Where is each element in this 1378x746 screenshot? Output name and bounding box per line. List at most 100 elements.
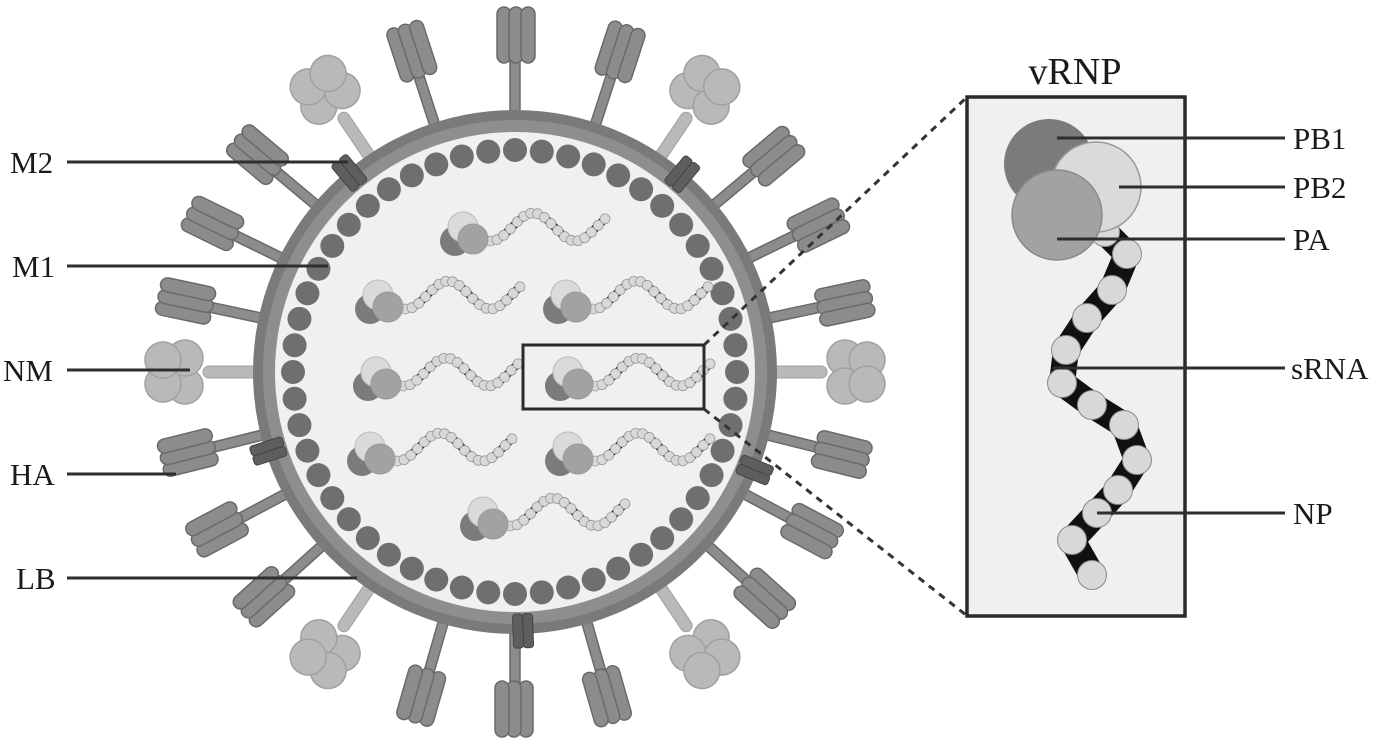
m1-protein <box>556 144 581 169</box>
np-bead <box>691 446 702 458</box>
ha-subunit <box>191 195 245 230</box>
vrnp <box>353 352 524 401</box>
np-bead <box>558 497 570 508</box>
m1-protein <box>424 567 449 592</box>
np-bead <box>411 374 423 386</box>
label-pb1: PB1 <box>1293 121 1346 156</box>
np-bead <box>467 293 479 304</box>
np-bead <box>657 370 669 381</box>
m2-subunit <box>512 613 525 649</box>
np-bead <box>603 374 615 386</box>
np-bead <box>507 287 519 299</box>
m2-channel <box>664 155 701 193</box>
m1-protein <box>306 256 331 281</box>
m1-protein <box>503 138 527 162</box>
np-bead <box>1047 368 1077 398</box>
m1-protein <box>476 139 501 164</box>
na-spike <box>652 579 741 690</box>
ha-subunit <box>733 585 781 629</box>
m1-protein <box>376 542 401 567</box>
label-m1: M1 <box>12 249 55 284</box>
na-spike <box>289 579 378 690</box>
np-bead <box>506 433 518 445</box>
pa-subunit <box>370 368 402 400</box>
pa-subunit <box>372 291 404 323</box>
m1-protein <box>295 281 320 306</box>
np-bead <box>1109 410 1139 440</box>
np-bead <box>1112 239 1142 269</box>
m1-protein <box>606 163 631 188</box>
np-bead <box>619 498 631 510</box>
np-bead <box>691 371 702 383</box>
np-bead <box>586 226 597 238</box>
np-bead <box>599 213 611 225</box>
m1-protein <box>723 386 748 411</box>
label-m2: M2 <box>10 145 53 180</box>
m1-protein <box>718 306 743 331</box>
m1-protein <box>355 526 380 551</box>
m1-protein <box>725 360 749 384</box>
np-bead <box>1077 390 1107 420</box>
m1-protein <box>295 438 320 463</box>
ha-spike <box>696 535 797 629</box>
pa-subunit <box>562 443 594 475</box>
np-bead <box>704 358 716 370</box>
np-bead <box>1051 335 1081 365</box>
np-bead <box>655 293 667 304</box>
m1-protein <box>710 438 735 463</box>
np-bead <box>501 294 512 306</box>
pa-subunit <box>477 508 509 540</box>
m1-protein <box>287 413 312 438</box>
m2-channel <box>512 613 535 649</box>
m1-protein <box>556 575 581 600</box>
np-bead <box>702 281 714 293</box>
m2-subunit <box>735 463 771 486</box>
np-bead <box>641 280 653 291</box>
m1-protein <box>424 152 449 177</box>
np-bead <box>505 364 517 376</box>
na-spike <box>144 339 264 405</box>
vrnp-inset: vRNP <box>965 51 1187 618</box>
m2-channel <box>249 436 288 466</box>
np-bead <box>610 368 621 380</box>
m1-protein <box>449 144 474 169</box>
ha-subunit <box>581 671 609 728</box>
np-bead <box>1103 475 1133 505</box>
ha-spike <box>496 6 536 125</box>
np-bead <box>420 291 431 303</box>
m1-protein <box>629 177 654 202</box>
m1-protein <box>650 526 675 551</box>
m1-matrix-layer <box>281 138 749 606</box>
m1-protein <box>669 507 694 532</box>
m1-protein <box>685 486 710 511</box>
m2-subunit <box>522 613 535 649</box>
na-spike <box>289 54 378 165</box>
m1-protein <box>287 306 312 331</box>
np-bead <box>552 225 564 236</box>
m1-protein <box>529 139 554 164</box>
ha-spike <box>756 279 876 327</box>
np-bead <box>499 439 511 451</box>
m1-protein <box>581 567 606 592</box>
ha-spike <box>386 19 443 138</box>
na-spike <box>652 54 741 165</box>
m1-protein <box>306 463 331 488</box>
vrnp <box>545 427 716 476</box>
na-subunit <box>144 341 182 379</box>
np-bead <box>518 514 530 526</box>
np-bead <box>612 504 624 516</box>
np-bead <box>405 449 417 461</box>
m1-protein <box>336 212 361 237</box>
m1-protein <box>476 580 501 605</box>
ha-spike <box>180 195 294 268</box>
vrnp-inset-title: vRNP <box>1029 51 1122 93</box>
label-pa: PA <box>1293 222 1330 257</box>
label-srna: sRNA <box>1291 351 1369 386</box>
m1-protein <box>320 486 345 511</box>
np-bead <box>606 511 617 523</box>
vrnp <box>460 492 631 541</box>
pa-subunit <box>457 223 489 255</box>
zoom-guide-bottom <box>703 407 967 617</box>
np-bead <box>592 219 604 231</box>
m1-protein <box>606 556 631 581</box>
